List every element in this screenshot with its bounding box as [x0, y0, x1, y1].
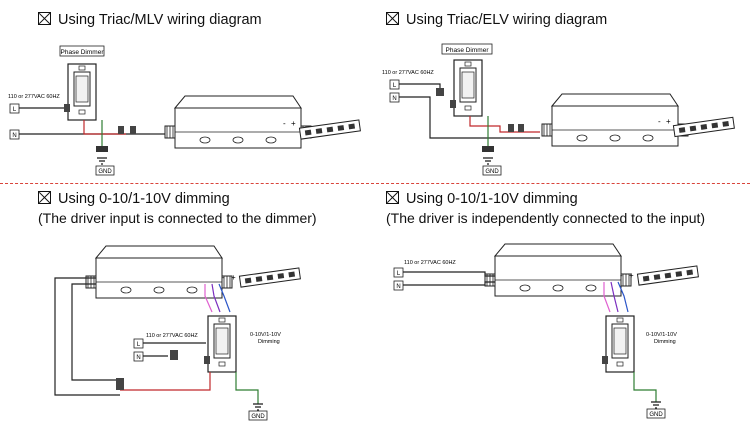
dimming-label-1: 0-10V/1-10V	[646, 332, 677, 338]
led-strip-icon	[238, 267, 301, 288]
phase-dimmer-icon	[63, 63, 97, 121]
neutral-label: N	[136, 355, 140, 361]
ground-icon	[96, 157, 108, 165]
led-strip-icon	[298, 119, 361, 140]
minus-label: -	[283, 119, 286, 128]
phase-dimmer-label: Phase Dimmer	[61, 49, 105, 56]
diagram-0-10v-independent: - + 110 or 277VAC 60HZ L N 0-10V/1-10V D…	[393, 243, 699, 419]
ground-label: GND	[251, 414, 265, 420]
plus-label: +	[666, 117, 671, 126]
section-divider	[0, 183, 750, 184]
voltage-label: 110 or 277VAC 60HZ	[8, 94, 60, 100]
phase-dimmer-label-box	[59, 45, 105, 57]
voltage-label: 110 or 277VAC 60HZ	[146, 333, 198, 339]
plus-label: +	[629, 271, 634, 280]
led-strip-icon	[636, 265, 699, 286]
led-driver-icon	[484, 243, 632, 297]
ground-label: GND	[98, 169, 112, 175]
heading-triac-mlv: Using Triac/MLV wiring diagram	[38, 12, 262, 28]
led-driver-icon	[85, 245, 233, 299]
line-label: L	[137, 342, 141, 348]
phase-dimmer-label: Phase Dimmer	[446, 47, 490, 54]
subheading-dimmer-input: (The driver input is connected to the di…	[38, 210, 317, 226]
checkbox-icon	[386, 12, 399, 25]
checkbox-icon	[386, 191, 399, 204]
line-label: L	[393, 83, 397, 89]
dimmer-0-10v-icon	[203, 315, 237, 373]
phase-dimmer-label-box	[441, 43, 493, 55]
dimming-label-1: 0-10V/1-10V	[250, 332, 281, 338]
minus-label: -	[658, 117, 661, 126]
ground-label: GND	[649, 412, 663, 418]
ground-label: GND	[485, 169, 499, 175]
ground-terminal	[646, 408, 666, 419]
minus-label: -	[620, 271, 623, 280]
neutral-label: N	[392, 96, 396, 102]
checkbox-icon	[38, 191, 51, 204]
heading-0-10v-dimmer-input: Using 0-10/1-10V dimming	[38, 191, 230, 207]
neutral-label: N	[396, 284, 400, 290]
heading-triac-elv: Using Triac/ELV wiring diagram	[386, 12, 607, 28]
led-strip-icon	[672, 116, 735, 138]
ground-terminal	[482, 165, 502, 176]
phase-dimmer-icon	[449, 59, 483, 117]
minus-label: -	[222, 273, 225, 282]
led-driver-icon	[164, 95, 312, 149]
subheading-independent-input: (The driver is independently connected t…	[386, 210, 706, 226]
dimming-label-2: Dimming	[258, 339, 280, 345]
line-label: L	[13, 107, 17, 113]
voltage-label: 110 or 277VAC 60HZ	[382, 70, 434, 76]
dimmer-0-10v-icon	[601, 315, 635, 373]
heading-0-10v-independent: Using 0-10/1-10V dimming	[386, 191, 578, 207]
diagram-triac-mlv: Phase Dimmer 110 or 277VAC 60HZ L N GND …	[8, 45, 361, 176]
dimming-label-2: Dimming	[654, 339, 676, 345]
plus-label: +	[291, 119, 296, 128]
voltage-label: 110 or 277VAC 60HZ	[404, 260, 456, 266]
ground-icon	[650, 401, 662, 409]
ground-icon	[482, 157, 494, 165]
ground-icon	[252, 403, 264, 411]
line-label: L	[397, 271, 401, 277]
ground-terminal	[248, 410, 268, 421]
diagram-0-10v-dimmer-input: - + 0-10V/1-10V Dimming 110 or 277VAC 60…	[54, 245, 301, 421]
ground-terminal	[95, 165, 115, 176]
neutral-label: N	[12, 133, 16, 139]
checkbox-icon	[38, 12, 51, 25]
plus-label: +	[231, 273, 236, 282]
diagram-triac-elv: Phase Dimmer 110 or 277VAC 60HZ L N GND …	[382, 43, 735, 176]
